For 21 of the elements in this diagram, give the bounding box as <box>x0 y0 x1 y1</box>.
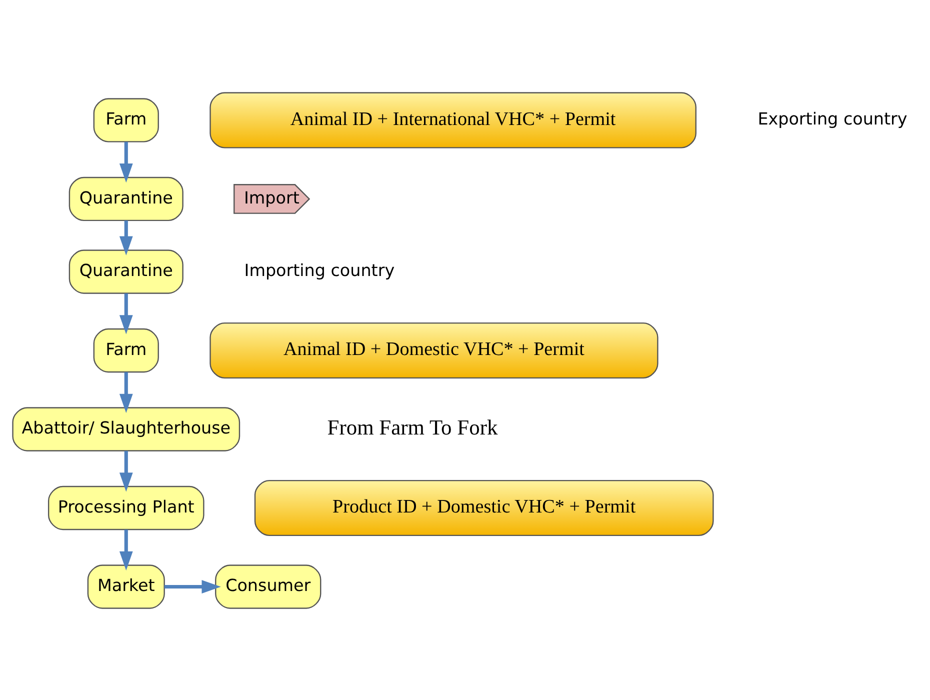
arrow <box>119 141 133 182</box>
label: Exporting country <box>758 108 908 128</box>
node-box: Quarantine <box>68 176 184 221</box>
node-box: Consumer <box>215 564 322 608</box>
node-box: Animal ID + Domestic VHC* + Permit <box>210 322 658 378</box>
node-box: Farm <box>93 98 159 142</box>
label: Importing country <box>244 260 395 280</box>
node-box: Product ID + Domestic VHC* + Permit <box>254 479 714 536</box>
node-box: Farm <box>93 328 159 372</box>
label: From Farm To Fork <box>327 415 498 439</box>
arrow <box>119 220 133 255</box>
arrow <box>119 529 133 570</box>
node-box: Processing Plant <box>48 485 204 530</box>
node-box: Abattoir/ Slaughterhouse <box>12 406 240 451</box>
arrow <box>119 292 133 334</box>
arrow <box>164 580 221 593</box>
node-box: Animal ID + International VHC* + Permit <box>210 92 696 148</box>
node-box: Market <box>87 564 165 608</box>
arrow <box>119 450 133 492</box>
arrow <box>119 372 133 412</box>
node-box: Quarantine <box>68 249 184 294</box>
